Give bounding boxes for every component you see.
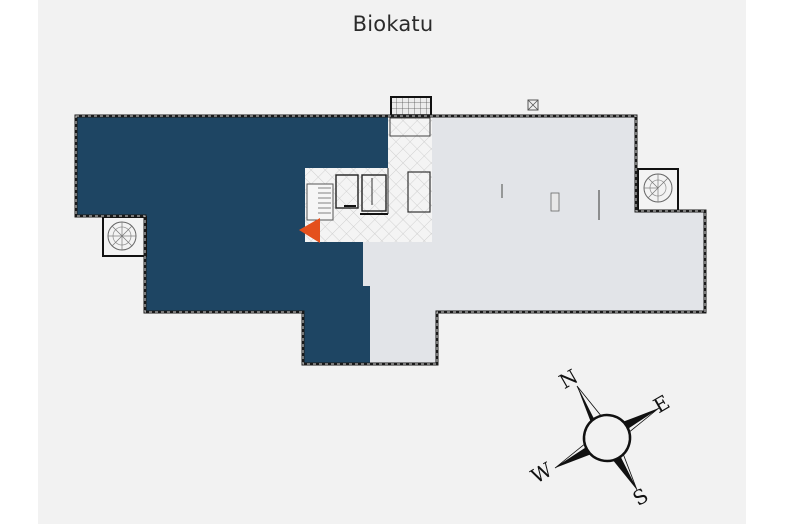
stairwell-core (305, 116, 432, 242)
compass-ring-icon (582, 413, 632, 463)
column-box-icon (527, 99, 539, 111)
compass-west-label: W (527, 457, 557, 488)
roof-hatch (390, 96, 432, 117)
other-premises-area[interactable] (363, 116, 705, 364)
compass-north-label: N (555, 364, 582, 394)
right-spiral-stair (637, 168, 679, 212)
compass-east-label: E (649, 390, 674, 418)
compass (554, 385, 660, 491)
compass-south-label: S (629, 483, 653, 511)
building-title: Biokatu (352, 12, 434, 36)
left-spiral-stair (102, 216, 147, 257)
entrance-marker-icon[interactable] (299, 218, 320, 243)
selected-premises-area[interactable] (76, 116, 388, 364)
